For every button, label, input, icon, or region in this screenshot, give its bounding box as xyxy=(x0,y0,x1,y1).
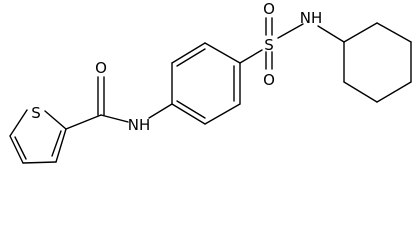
amide-nh-label: NH xyxy=(128,116,151,134)
sulfonamide-nh-label: NH xyxy=(300,9,323,27)
cyclohexane-ring xyxy=(343,22,412,103)
sulfonyl-oxygen-bottom-label: O xyxy=(263,71,275,89)
bond-nh-cyclohexyl xyxy=(317,25,345,43)
carbonyl-oxygen-label: O xyxy=(95,59,107,77)
bond-carbonyl-nh xyxy=(100,114,129,123)
bond-benzene-sulfonyl xyxy=(239,49,263,64)
thiophene-ring xyxy=(9,109,67,164)
benzene-ring xyxy=(171,42,241,125)
sulfonyl-sulfur-label: S xyxy=(264,36,274,54)
molecule-diagram: S O NH S O O NH xyxy=(9,0,412,164)
bond-sulfonyl-nh xyxy=(277,23,304,39)
bond-thiophene-carbonyl xyxy=(65,114,102,130)
sulfonyl-oxygen-top-label: O xyxy=(263,0,275,18)
thiophene-sulfur-label: S xyxy=(31,104,41,122)
bond-nh-benzene xyxy=(148,103,173,119)
